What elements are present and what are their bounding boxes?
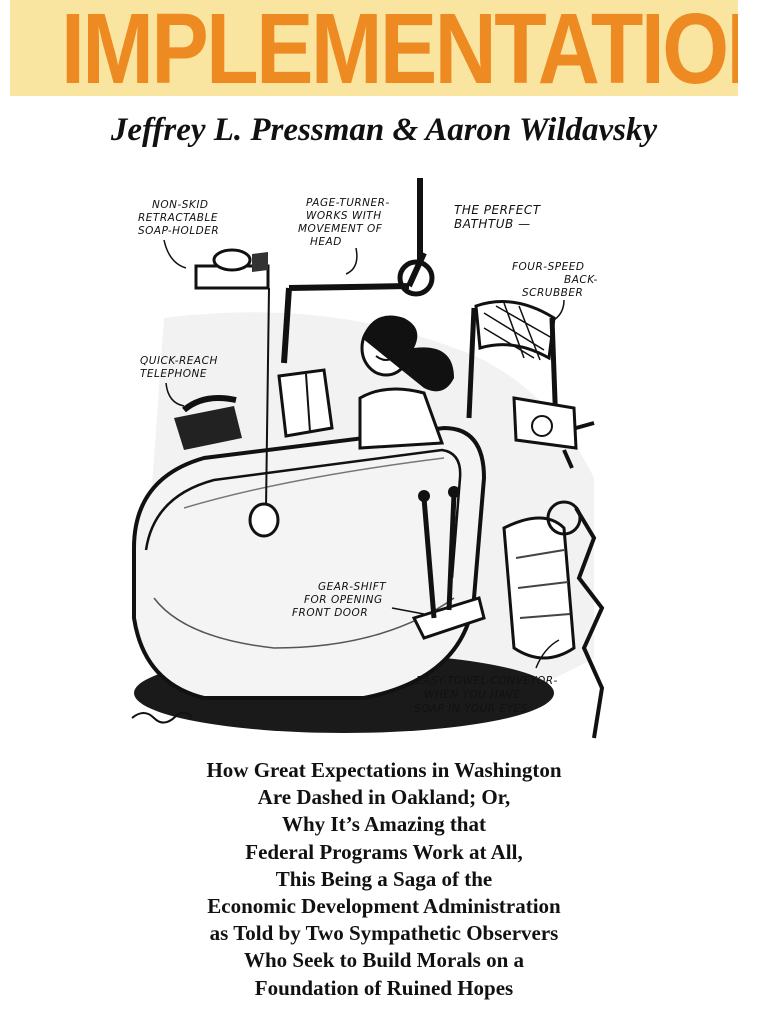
subtitle-line: Economic Development Administration — [207, 894, 561, 919]
caption-towel-conveyor: EASY-TOWEL-CONVEYOR- WHEN YOU HAVE SOAP … — [414, 675, 562, 715]
subtitle-line: This Being a Saga of the — [275, 866, 493, 891]
subtitle-line: Federal Programs Work at All, — [245, 839, 523, 864]
caption-page-turner: PAGE-TURNER- WORKS WITH MOVEMENT OF HEAD — [298, 197, 394, 248]
caption-back-scrubber: FOUR-SPEED BACK- SCRUBBER — [512, 261, 602, 299]
subtitle-line: Who Seek to Build Morals on a — [243, 948, 525, 973]
subtitle-line: Are Dashed in Oakland; Or, — [257, 785, 511, 810]
bathtub-illustration: THE PERFECT BATHTUB — NON-SKID RETRACTAB… — [124, 178, 608, 744]
caption-soap-holder: NON-SKID RETRACTABLE SOAP-HOLDER — [138, 199, 222, 237]
authors: Jeffrey L. Pressman & Aaron Wildavsky — [110, 112, 658, 148]
subtitle: How Great Expectations in Washington Are… — [0, 757, 768, 1002]
caption-perfect-bathtub: THE PERFECT BATHTUB — — [454, 203, 544, 231]
book-title: IMPLEMENTATION — [60, 0, 738, 96]
subtitle-line: Why It’s Amazing that — [282, 812, 486, 837]
caption-gear-shift: GEAR-SHIFT FOR OPENING FRONT DOOR — [292, 581, 390, 619]
title-band: IMPLEMENTATION — [10, 0, 738, 96]
subtitle-line: Foundation of Ruined Hopes — [254, 975, 514, 1000]
subtitle-line: as Told by Two Sympathetic Observers — [209, 921, 559, 946]
caption-telephone: QUICK-REACH TELEPHONE — [140, 355, 222, 380]
subtitle-line: How Great Expectations in Washington — [206, 758, 562, 782]
